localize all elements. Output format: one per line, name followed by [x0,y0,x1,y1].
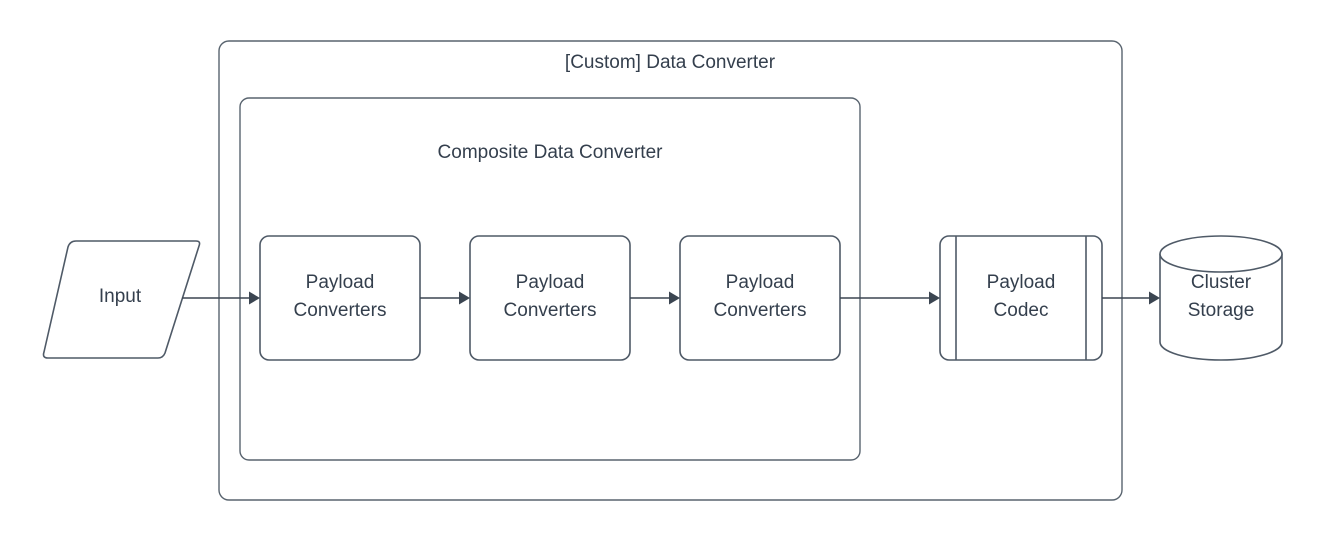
arrowhead-icon [1149,291,1160,305]
node-cluster-storage[interactable]: Cluster Storage [1159,235,1283,361]
node-payload-codec[interactable]: Payload Codec [939,235,1103,361]
arrowhead-icon [929,291,940,305]
payload-converters-2-label-line2: Converters [504,300,597,321]
connector-converter-2-to-converter-3 [630,291,680,305]
cluster-storage-top-ellipse [1159,235,1283,273]
arrowhead-icon [669,291,680,305]
connector-converter-3-to-codec [840,291,940,305]
node-payload-converters-2[interactable]: Payload Converters [469,235,631,361]
cluster-storage-label-line1: Cluster [1191,272,1252,293]
node-payload-converters-1[interactable]: Payload Converters [259,235,421,361]
payload-codec-box [939,235,1103,361]
payload-converters-2-box [469,235,631,361]
payload-codec-label-line2: Codec [994,300,1049,321]
node-input[interactable]: Input [42,240,201,359]
payload-converters-3-label-line1: Payload [726,272,795,293]
cluster-storage-body [1159,253,1283,361]
node-payload-converters-3[interactable]: Payload Converters [679,235,841,361]
payload-converters-3-box [679,235,841,361]
custom-data-converter-label: [Custom] Data Converter [565,52,776,73]
custom-data-converter-border [218,40,1123,501]
input-parallelogram [42,240,201,359]
composite-data-converter-label: Composite Data Converter [438,142,664,163]
payload-converters-2-label-line1: Payload [516,272,585,293]
payload-converters-1-label-line2: Converters [294,300,387,321]
connector-input-to-converter-1 [182,291,260,305]
payload-converters-3-label-line2: Converters [714,300,807,321]
input-label: Input [99,286,142,307]
payload-converters-1-box [259,235,421,361]
cluster-storage-label-line2: Storage [1188,300,1255,321]
connector-converter-1-to-converter-2 [420,291,470,305]
container-custom-data-converter[interactable]: [Custom] Data Converter [218,40,1123,501]
payload-codec-label-line1: Payload [987,272,1056,293]
payload-converters-1-label-line1: Payload [306,272,375,293]
container-composite-data-converter[interactable]: Composite Data Converter [239,97,861,461]
composite-data-converter-border [239,97,861,461]
connector-codec-to-storage [1102,291,1160,305]
arrowhead-icon [249,291,260,305]
arrowhead-icon [459,291,470,305]
